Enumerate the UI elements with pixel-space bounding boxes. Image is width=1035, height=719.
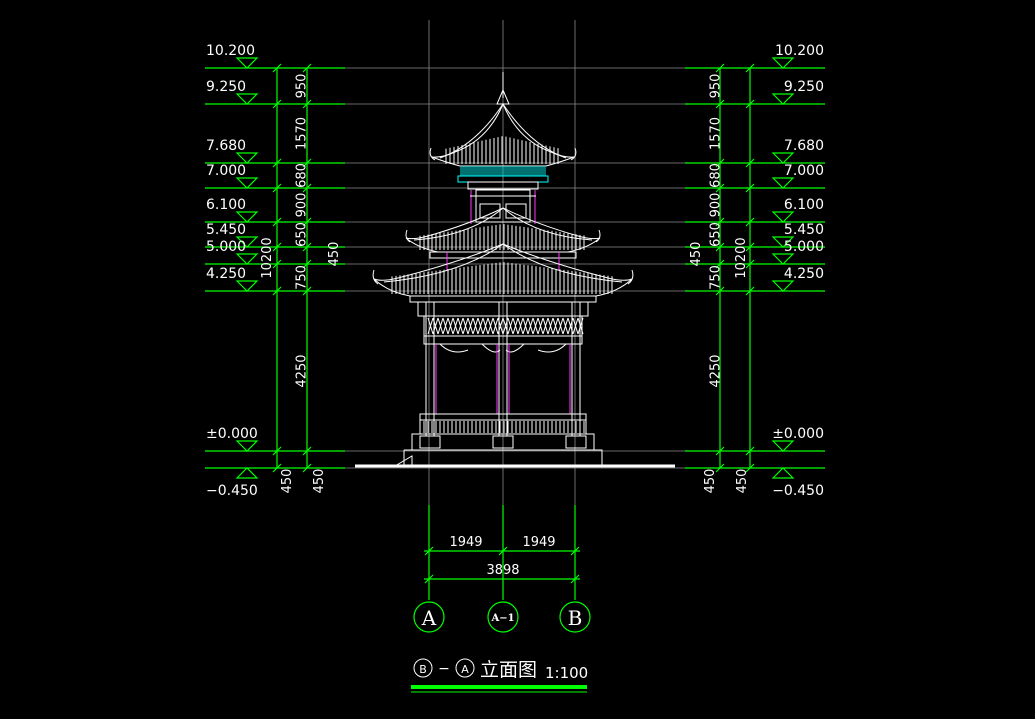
side-dim-left: 450 [327,242,342,267]
segment-dimension: 650 [709,222,724,247]
title-underline [411,685,587,689]
segment-dimension: 950 [295,74,310,99]
segment-dimension: 750 [709,265,724,290]
side-dim-right: 450 [689,242,704,267]
level-label-left: 4.250 [206,266,246,282]
level-labels: 10.200 10.200 9.250 9.250 7.680 7.680 7.000 7.0… [206,43,824,499]
left-dimension-lines [276,68,308,468]
total-dim-left: 10200 [260,237,275,278]
segment-dimension: 900 [709,193,724,218]
segment-dimension: 4250 [295,354,310,387]
level-label-right: 10.200 [775,43,824,59]
plan-dim-total: 3898 [486,563,519,578]
segment-dimension: 680 [709,163,724,188]
level-label-right: 5.450 [784,222,824,238]
level-label-left: 5.000 [206,239,246,255]
drawing-title: B − A 立面图 1:100 [411,658,588,693]
pavilion-elevation [372,72,634,467]
bottom-dim-left-2: 450 [312,469,327,494]
level-label-left: 7.680 [206,138,246,154]
level-label-left: 9.250 [206,79,246,95]
level-label-right: ±0.000 [772,426,824,442]
beams-lattice [417,301,589,353]
level-label-left: ±0.000 [206,426,258,442]
level-label-right: 9.250 [784,79,824,95]
base-platform [394,433,603,467]
total-dim-right: 10200 [734,237,749,278]
segment-dimension: 900 [295,193,310,218]
level-label-right: 6.100 [784,197,824,213]
railing [419,413,587,435]
axis-label-b: B [568,606,583,630]
segment-dimension: 680 [295,163,310,188]
level-label-left: −0.450 [206,483,258,499]
level-label-left: 7.000 [206,163,246,179]
axis-bubble-b [559,601,591,633]
title-text: 立面图 [480,659,537,681]
level-label-left: 10.200 [206,43,255,59]
axis-guide-lines [428,20,576,600]
level-guide-lines [345,67,685,469]
level-label-right: 7.680 [784,138,824,154]
plan-dim-left: 1949 [449,535,482,550]
axis-bubbles: A A−1 B [413,601,591,633]
segment-dimension: 750 [295,265,310,290]
level-label-right: 4.250 [784,266,824,282]
segment-dimension: 950 [709,74,724,99]
segment-dimensions: 950 950 1570 1570 680 680 900 900 650 650 750 750 42… [295,74,724,388]
axis-bubble-a [413,601,445,633]
segment-dimension: 4250 [709,354,724,387]
bottom-dim-right-1: 450 [703,469,718,494]
axis-bubble-a1 [487,601,519,633]
segment-dimension: 1570 [709,117,724,150]
middle-roof [405,207,601,270]
level-label-right: −0.450 [772,483,824,499]
level-label-left: 5.450 [206,222,246,238]
bottom-dim-left-1: 450 [280,469,295,494]
top-roof [429,102,577,190]
level-label-right: 7.000 [784,163,824,179]
title-circle-right: A [461,663,469,676]
bottom-dim-right-2: 450 [735,469,750,494]
title-dash: − [438,661,450,677]
right-dimension-lines [719,68,751,468]
level-label-left: 6.100 [206,197,246,213]
title-circle-left: B [419,663,427,676]
plan-dimensions: 1949 1949 3898 [424,505,580,600]
lower-roof [372,243,634,303]
segment-dimension: 650 [295,222,310,247]
title-scale: 1:100 [545,664,588,682]
axis-label-a1: A−1 [490,613,514,624]
level-markers [205,57,825,479]
segment-dimension: 1570 [295,117,310,150]
level-label-right: 5.000 [784,239,824,255]
plan-dim-right: 1949 [522,535,555,550]
axis-label-a: A [421,606,437,630]
